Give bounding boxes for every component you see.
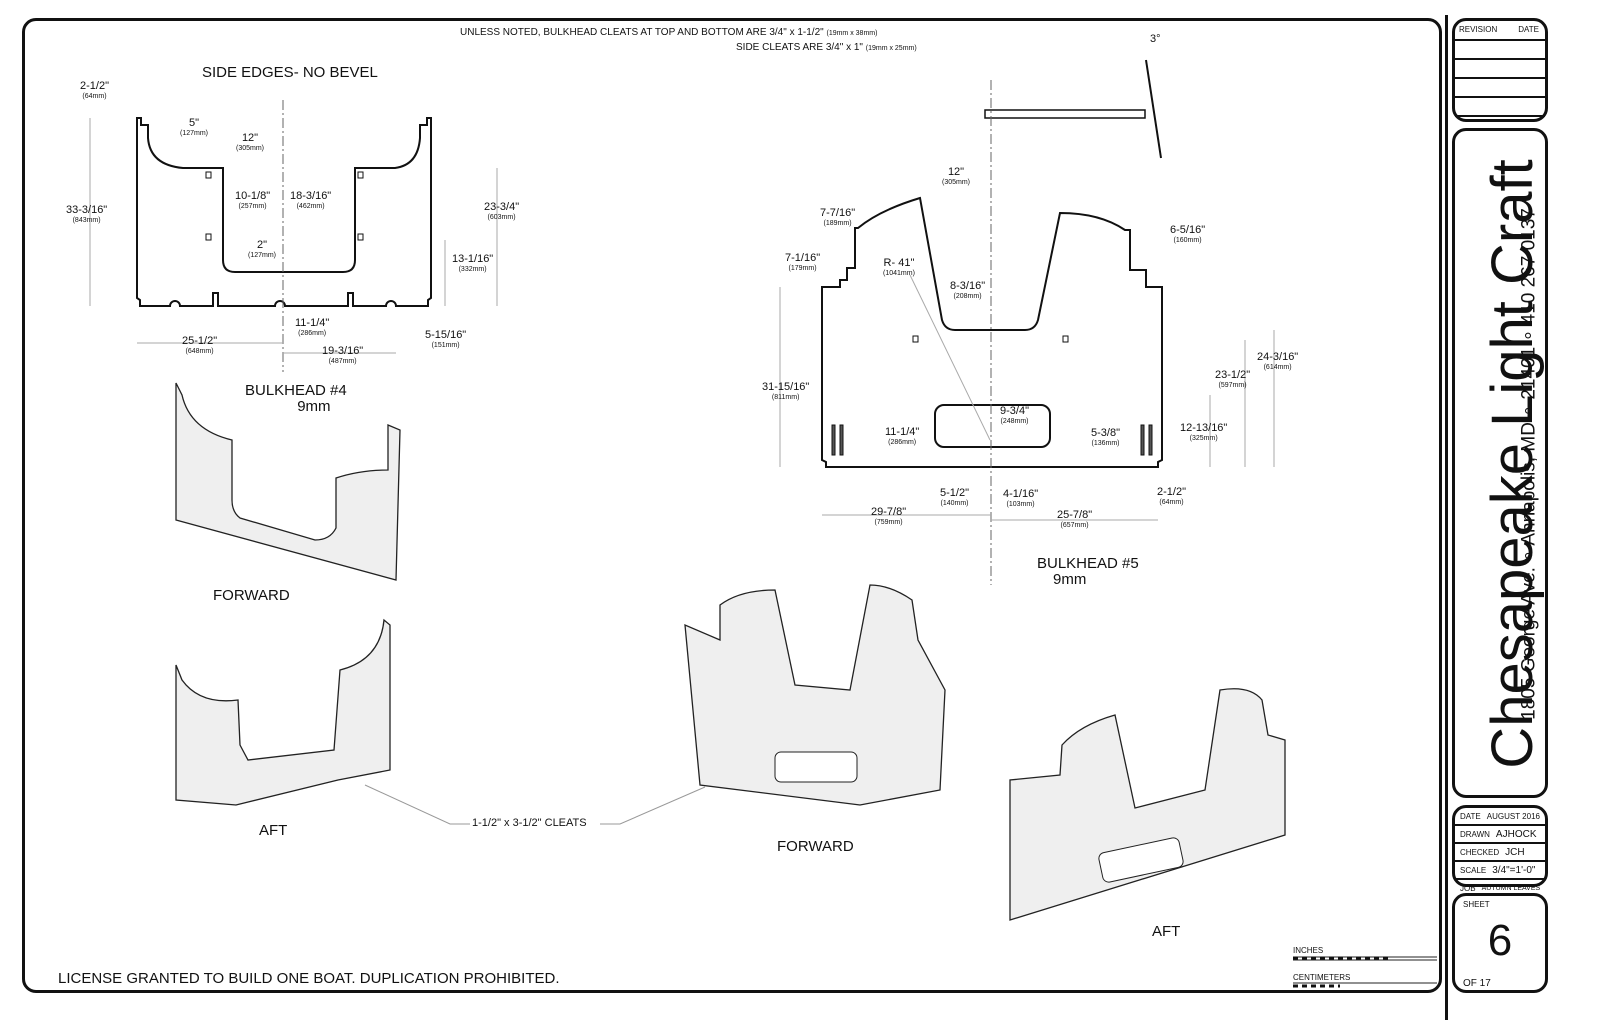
dim-b4-5: 18-3/16"(462mm) bbox=[290, 190, 332, 210]
dim-b4-11: 19-3/16"(487mm) bbox=[322, 345, 364, 365]
side-edges-note: SIDE EDGES- NO BEVEL bbox=[202, 64, 378, 81]
bulkhead4-aft-label: AFT bbox=[259, 822, 288, 839]
dim-b4-0: 2-1/2"(64mm) bbox=[80, 80, 109, 100]
sheet-of: OF 17 bbox=[1463, 978, 1491, 989]
sheet-number: 6 bbox=[1487, 916, 1513, 965]
dim-b5-0: 12"(305mm) bbox=[942, 166, 971, 186]
revision-row bbox=[1455, 79, 1545, 98]
bulkhead5-handhole bbox=[934, 404, 1051, 448]
note-mm: (19mm x 38mm) bbox=[826, 30, 878, 37]
dim-b5-8: 31-15/16"(811mm) bbox=[762, 381, 810, 401]
dim-b4-4: 10-1/8"(257mm) bbox=[235, 190, 271, 210]
angle-label: 3° bbox=[1150, 33, 1161, 45]
date-header: DATE bbox=[1518, 25, 1539, 34]
company-panel: Chesapeake Light Craft 1805 George Ave. … bbox=[1452, 128, 1548, 798]
dim-b4-10: 25-1/2"(648mm) bbox=[182, 335, 218, 355]
dim-b5-1: 7-7/16"(189mm) bbox=[820, 207, 856, 227]
dim-b5-11: 5-3/8"(136mm) bbox=[1091, 427, 1120, 447]
bulkhead4-forward-label: FORWARD bbox=[213, 587, 290, 604]
dim-b5-5: 8-3/16"(208mm) bbox=[950, 280, 986, 300]
note-cleats-top-bottom: UNLESS NOTED, BULKHEAD CLEATS AT TOP AND… bbox=[460, 27, 877, 38]
note-side-cleats: SIDE CLEATS ARE 3/4" x 1" (19mm x 25mm) bbox=[736, 42, 917, 53]
revision-row bbox=[1455, 98, 1545, 117]
sheet-label: SHEET bbox=[1463, 900, 1490, 909]
dim-b5-9: 9-3/4"(248mm) bbox=[1000, 405, 1029, 425]
cleats-callout: 1-1/2" x 3-1/2" CLEATS bbox=[472, 817, 587, 829]
revision-header: REVISION bbox=[1459, 25, 1498, 34]
dim-b5-13: 5-1/2"(140mm) bbox=[940, 487, 969, 507]
scale-inches-label: INCHES bbox=[1293, 946, 1324, 955]
revision-row bbox=[1455, 41, 1545, 60]
scale-cm-label: CENTIMETERS bbox=[1293, 973, 1351, 982]
revision-table: REVISION DATE bbox=[1452, 18, 1548, 122]
dim-b4-12: 5-15/16"(151mm) bbox=[425, 329, 467, 349]
dim-b5-14: 4-1/16"(103mm) bbox=[1003, 488, 1039, 508]
dim-b5-3: 7-1/16"(179mm) bbox=[785, 252, 821, 272]
bulkhead5-aft-iso bbox=[1009, 688, 1286, 921]
drawing-frame bbox=[22, 18, 1442, 993]
dim-b4-8: 13-1/16"(332mm) bbox=[452, 253, 494, 273]
bulkhead4-outline bbox=[136, 117, 432, 307]
title-block-divider bbox=[1445, 15, 1598, 1020]
dim-b5-17: 25-7/8"(657mm) bbox=[1057, 509, 1093, 529]
bulkhead5-outline bbox=[821, 196, 1163, 468]
dim-b5-16: 29-7/8"(759mm) bbox=[871, 506, 907, 526]
dim-b5-7: 23-1/2"(597mm) bbox=[1215, 369, 1251, 389]
bulkhead4-forward-iso bbox=[175, 382, 401, 581]
dim-b4-3: 33-3/16"(843mm) bbox=[66, 204, 108, 224]
license-note: LICENSE GRANTED TO BUILD ONE BOAT. DUPLI… bbox=[58, 970, 560, 987]
dim-b4-2: 12"(305mm) bbox=[236, 132, 265, 152]
dim-b5-10: 11-1/4"(286mm) bbox=[885, 426, 920, 446]
dim-b4-9: 11-1/4"(286mm) bbox=[295, 317, 330, 337]
dim-b4-7: 2"(127mm) bbox=[248, 239, 277, 259]
note-text: UNLESS NOTED, BULKHEAD CLEATS AT TOP AND… bbox=[460, 27, 824, 38]
dim-b4-6: 23-3/4"(603mm) bbox=[484, 201, 520, 221]
company-address: 1805 George Ave. ∘ Annapolis, MD ∘ 21401… bbox=[1518, 208, 1540, 720]
bulkhead5-aft-label: AFT bbox=[1152, 923, 1181, 940]
bulkhead5-forward-label: FORWARD bbox=[777, 838, 854, 855]
dim-b5-2: 6-5/16"(160mm) bbox=[1170, 224, 1206, 244]
dim-b5-6: 24-3/16"(614mm) bbox=[1257, 351, 1299, 371]
revision-row bbox=[1455, 60, 1545, 79]
dim-b5-4: R- 41"(1041mm) bbox=[883, 257, 915, 277]
bulkhead4-aft-iso bbox=[175, 618, 391, 806]
note-text: SIDE CLEATS ARE 3/4" x 1" bbox=[736, 42, 863, 53]
dim-b4-1: 5"(127mm) bbox=[180, 117, 209, 137]
dim-b5-15: 2-1/2"(64mm) bbox=[1157, 486, 1186, 506]
bulkhead5-forward-iso bbox=[684, 584, 946, 806]
note-mm: (19mm x 25mm) bbox=[865, 45, 917, 52]
sheet-panel: SHEET 6 OF 17 bbox=[1452, 893, 1548, 993]
dim-b5-12: 12-13/16"(325mm) bbox=[1180, 422, 1228, 442]
